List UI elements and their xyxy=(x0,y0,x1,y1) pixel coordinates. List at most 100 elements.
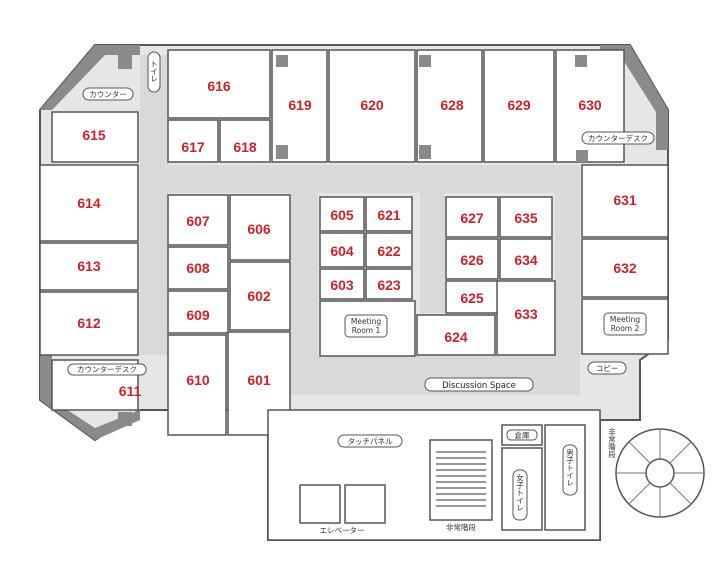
toilet-label: トイレ xyxy=(150,60,159,83)
room-number-614: 614 xyxy=(77,195,101,211)
pillar xyxy=(575,55,587,67)
copy-label-box xyxy=(587,361,627,375)
room-number-624: 624 xyxy=(444,329,468,345)
room-number-608: 608 xyxy=(186,260,210,276)
room-626[interactable] xyxy=(445,238,499,280)
room-633[interactable] xyxy=(496,280,556,356)
elevator-1[interactable] xyxy=(299,484,341,524)
room-number-607: 607 xyxy=(186,213,210,229)
room-627[interactable] xyxy=(445,196,499,238)
touch-panel-label-box xyxy=(337,434,403,448)
room-615[interactable] xyxy=(51,111,139,163)
copy-label: コピー xyxy=(596,364,619,373)
room-616[interactable] xyxy=(167,49,271,119)
meeting-room-2-label-box xyxy=(603,312,647,336)
counter-desk-left-box xyxy=(67,363,147,376)
room-number-633: 633 xyxy=(514,306,538,322)
room-number-609: 609 xyxy=(186,307,210,323)
room-602[interactable] xyxy=(229,261,291,331)
room-number-629: 629 xyxy=(507,97,531,113)
toilet-label-box xyxy=(147,51,161,93)
room-619[interactable] xyxy=(271,49,328,163)
room-number-604: 604 xyxy=(330,243,354,259)
meeting-room-1-label-2: Room 1 xyxy=(352,326,381,335)
counter-desk-label-box xyxy=(581,131,655,145)
room-617[interactable] xyxy=(167,119,219,163)
pillar xyxy=(576,150,588,162)
wall-top-left xyxy=(40,45,140,110)
meeting-room-1-label: Meeting xyxy=(351,317,381,326)
storage-label: 倉庫 xyxy=(515,430,530,440)
elevator-label: エレベーター xyxy=(320,526,365,535)
room-number-626: 626 xyxy=(460,252,484,268)
room-634[interactable] xyxy=(499,238,553,280)
room-number-610: 610 xyxy=(186,372,210,388)
room-number-627: 627 xyxy=(460,210,484,226)
room-number-612: 612 xyxy=(77,315,101,331)
meeting-room-1-label-box xyxy=(344,314,388,338)
corridor-center xyxy=(420,193,445,313)
room-609[interactable] xyxy=(167,290,229,334)
emergency-stairs[interactable] xyxy=(429,439,493,521)
room-606[interactable] xyxy=(229,194,291,261)
discussion-space-label: Discussion Space xyxy=(442,381,516,391)
room-613[interactable] xyxy=(39,242,139,291)
room-number-613: 613 xyxy=(77,258,101,274)
room-622[interactable] xyxy=(365,232,413,268)
wall-bottom-left xyxy=(40,355,140,440)
room-number-631: 631 xyxy=(613,192,637,208)
room-number-621: 621 xyxy=(377,207,401,223)
room-number-602: 602 xyxy=(247,288,271,304)
counter-label: カウンター xyxy=(89,90,127,99)
room-number-615: 615 xyxy=(82,127,106,143)
corridor-right xyxy=(555,165,580,360)
meeting-room-2[interactable] xyxy=(581,298,669,355)
room-614[interactable] xyxy=(39,164,139,242)
emergency-stairs-side-label: 非常階段 xyxy=(607,427,616,460)
room-621[interactable] xyxy=(365,196,413,232)
pillar xyxy=(118,412,132,426)
room-628[interactable] xyxy=(416,49,483,163)
discussion-space-label-box xyxy=(424,377,534,392)
wall-top-right xyxy=(600,45,668,150)
women-toilet-label: 女子トイレ xyxy=(515,473,524,512)
room-number-605: 605 xyxy=(330,207,354,223)
pillar xyxy=(276,145,288,159)
room-629[interactable] xyxy=(483,49,555,163)
pillar xyxy=(118,55,132,69)
spiral-stairs[interactable] xyxy=(615,428,705,518)
room-number-623: 623 xyxy=(377,277,401,293)
room-605[interactable] xyxy=(319,196,365,232)
room-623[interactable] xyxy=(365,268,413,300)
room-624[interactable] xyxy=(416,314,496,356)
room-number-601: 601 xyxy=(247,372,271,388)
room-number-611: 611 xyxy=(119,383,142,399)
room-632[interactable] xyxy=(581,238,669,298)
room-604[interactable] xyxy=(319,232,365,268)
room-635[interactable] xyxy=(499,196,553,238)
room-603[interactable] xyxy=(319,268,365,300)
women-toilet-label-box xyxy=(512,469,528,521)
room-625[interactable] xyxy=(445,280,499,314)
room-610[interactable] xyxy=(167,334,227,436)
room-618[interactable] xyxy=(219,119,271,163)
counter-desk-left-label: カウンターデスク xyxy=(77,364,137,374)
men-toilet-label: 男子トイレ xyxy=(565,449,574,487)
corridor-main xyxy=(140,165,580,193)
room-608[interactable] xyxy=(167,246,229,290)
corridor-left xyxy=(140,55,168,355)
room-number-634: 634 xyxy=(514,252,538,268)
room-number-617: 617 xyxy=(181,139,205,155)
room-612[interactable] xyxy=(39,291,139,356)
room-631[interactable] xyxy=(581,164,669,238)
room-number-606: 606 xyxy=(247,221,271,237)
room-number-632: 632 xyxy=(613,260,637,276)
counter-desk-label: カウンターデスク xyxy=(588,133,648,143)
room-620[interactable] xyxy=(328,49,416,163)
meeting-room-2-label: Meeting xyxy=(610,315,640,324)
pillar xyxy=(419,145,431,159)
room-607[interactable] xyxy=(167,194,229,246)
touch-panel-label: タッチパネル xyxy=(348,437,393,446)
elevator-2[interactable] xyxy=(344,484,386,524)
